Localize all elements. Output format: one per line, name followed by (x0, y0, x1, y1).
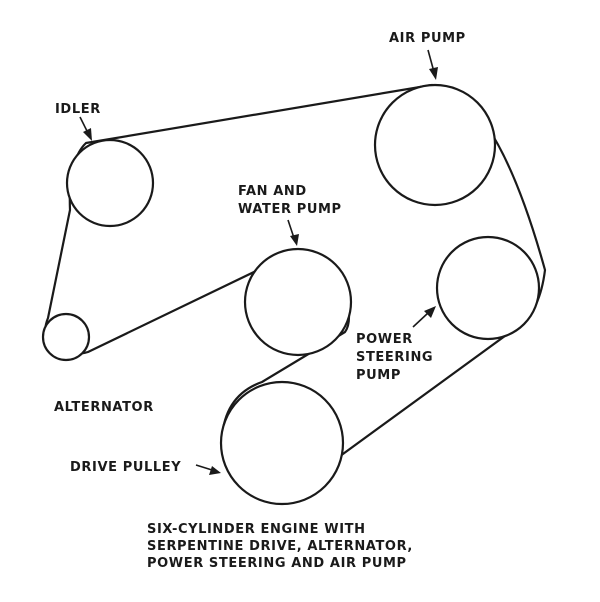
idler-arrow (79, 116, 92, 141)
idler-pulley (65, 138, 155, 228)
fan-water-pump-label-line2: WATER PUMP (238, 202, 342, 217)
power-steering-label-line3: PUMP (356, 368, 401, 383)
power-steering-label-line2: STEERING (356, 350, 433, 365)
alternator-pulley (41, 312, 91, 362)
drive-pulley-arrow (195, 464, 221, 475)
idler-label: IDLER (55, 102, 101, 117)
fan-water-pump-pulley (243, 247, 353, 357)
fan-water-pump-arrow (287, 219, 299, 246)
caption-line3: POWER STEERING AND AIR PUMP (147, 556, 407, 571)
air-pump-pulley (373, 83, 497, 207)
air-pump-label: AIR PUMP (389, 31, 466, 46)
drive-pulley-label: DRIVE PULLEY (70, 460, 181, 475)
fan-water-pump-label-line1: FAN AND (238, 184, 307, 199)
power-steering-pulley (435, 235, 541, 341)
caption-line2: SERPENTINE DRIVE, ALTERNATOR, (147, 539, 413, 554)
drive-pulley (219, 380, 345, 506)
caption-line1: SIX-CYLINDER ENGINE WITH (147, 522, 366, 537)
air-pump-arrow (427, 49, 438, 80)
power-steering-arrow (412, 306, 436, 328)
power-steering-label-line1: POWER (356, 332, 413, 347)
alternator-label: ALTERNATOR (54, 400, 154, 415)
